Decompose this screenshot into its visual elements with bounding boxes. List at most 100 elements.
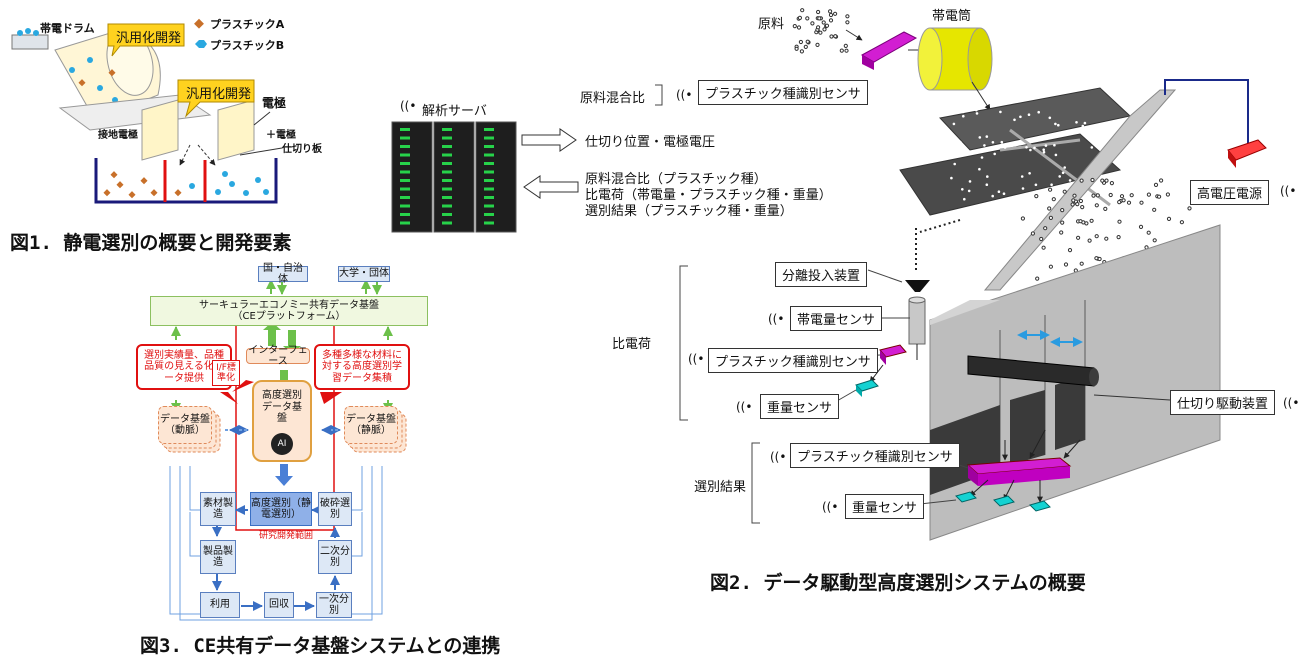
particle	[1091, 193, 1096, 198]
hv-power-box-label: 高電圧電源	[1190, 180, 1270, 205]
particle	[796, 25, 802, 30]
particle	[1019, 142, 1022, 146]
particle	[1027, 113, 1031, 116]
particle	[1104, 178, 1109, 183]
particle	[1159, 178, 1164, 183]
particle	[1094, 256, 1099, 261]
db-vein-box: データ基盤（静脈）	[344, 406, 398, 444]
particle	[1048, 116, 1052, 120]
particle	[845, 20, 850, 25]
particle	[1079, 178, 1084, 183]
adv-db-label: 高度選別データ基盤	[262, 390, 302, 424]
particle	[1039, 236, 1044, 242]
particle	[1179, 220, 1185, 225]
particle	[1062, 189, 1067, 194]
particle	[961, 110, 965, 114]
particle	[961, 188, 964, 191]
server-led	[484, 221, 494, 225]
particle	[959, 140, 962, 144]
particle	[1059, 230, 1064, 235]
particle	[822, 27, 827, 32]
particle	[810, 21, 815, 26]
particle	[1020, 175, 1024, 178]
right-note: 多種多様な材料に対する高度選別学習データ集積	[314, 344, 410, 390]
server-in-line-3: 選別結果（プラスチック種・重量）	[585, 204, 793, 219]
particle	[1043, 226, 1048, 231]
adv-db-box: 高度選別データ基盤 AI	[252, 380, 312, 462]
particle	[1146, 192, 1152, 197]
particle	[1075, 202, 1080, 207]
server-led	[400, 179, 410, 182]
wifi-icon: ((•	[1283, 396, 1300, 410]
particle	[1042, 150, 1046, 154]
particle	[952, 122, 956, 126]
legend-b-swatch	[195, 40, 207, 48]
particle	[985, 135, 989, 138]
particle	[975, 112, 979, 115]
hv-power-box	[1227, 139, 1267, 161]
fig1-bin	[94, 158, 278, 204]
plus-electrode-label: ＋電極	[266, 130, 296, 141]
particle	[1097, 256, 1102, 262]
result-label: 選別結果	[694, 480, 747, 495]
server-led	[484, 196, 494, 199]
particle	[991, 141, 995, 144]
server-out-label: 仕切り位置・電極電圧	[585, 135, 716, 150]
server-led	[400, 153, 410, 157]
particle	[1072, 193, 1077, 198]
particle	[1109, 181, 1115, 186]
particle	[1166, 216, 1172, 221]
server-in-line-2: 比電荷（帯電量・プラスチック種・重量）	[585, 188, 832, 203]
primary-box: 一次分別	[316, 592, 352, 618]
server-drawing	[391, 121, 579, 233]
server-led	[400, 162, 410, 165]
wifi-icon: ((•	[768, 312, 785, 326]
product-box: 製品製造	[200, 540, 236, 574]
particle	[815, 42, 820, 48]
particle	[1035, 197, 1039, 201]
particle	[828, 18, 834, 23]
particle	[1139, 200, 1144, 205]
particle	[1053, 143, 1056, 147]
adv-sort-box: 高度選別（静電選別）	[250, 492, 312, 526]
server-led	[442, 213, 452, 216]
gov-box: 国・自治体	[258, 263, 308, 285]
particle	[1002, 192, 1006, 195]
particle	[962, 114, 965, 118]
particle	[1095, 193, 1100, 198]
mix-ratio-label: 原料混合比	[580, 91, 646, 106]
server-led	[442, 136, 452, 140]
server-led	[442, 221, 452, 225]
particle	[803, 44, 808, 50]
server-led	[484, 170, 494, 174]
drum-label: 帯電ドラム	[40, 22, 95, 35]
particle	[1068, 179, 1072, 182]
server-led	[484, 187, 494, 191]
particle	[1028, 172, 1031, 175]
particle	[1021, 187, 1025, 190]
ground-electrode-label: 接地電極	[98, 130, 138, 141]
particle	[816, 9, 821, 15]
particle	[1117, 219, 1122, 224]
particle	[1121, 198, 1126, 203]
charging-drum	[967, 27, 993, 91]
particle	[1075, 121, 1078, 124]
particle	[1037, 110, 1040, 114]
particle	[1029, 148, 1032, 152]
fig2-drawing	[655, 8, 1267, 541]
particle	[1044, 144, 1048, 147]
particle	[1060, 220, 1065, 225]
sensor-plastic-box-2: プラスチック種識別センサ	[708, 348, 878, 373]
if-std-note: I/F標準化	[212, 360, 240, 386]
particle	[957, 141, 960, 145]
particle	[1030, 231, 1036, 236]
charge-sensor-box: 帯電量センサ	[790, 306, 883, 331]
server-led	[400, 196, 410, 199]
particle	[1020, 216, 1026, 221]
server-led	[400, 187, 410, 191]
server-led	[400, 145, 410, 148]
particle	[1034, 194, 1039, 199]
use-box: 利用	[200, 592, 240, 618]
server-led	[442, 145, 452, 148]
particle	[1146, 230, 1151, 235]
